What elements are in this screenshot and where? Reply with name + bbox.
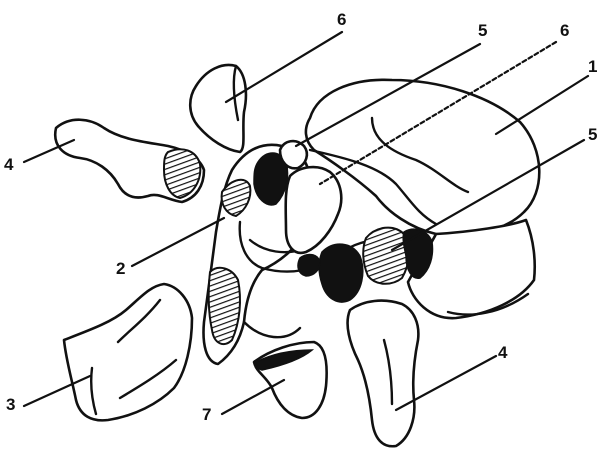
spinous-process-right bbox=[348, 301, 419, 447]
label-7: 7 bbox=[202, 405, 211, 424]
label-5-right: 5 bbox=[588, 125, 597, 144]
label-1: 1 bbox=[588, 57, 597, 76]
leader-2 bbox=[132, 218, 224, 266]
label-3: 3 bbox=[6, 395, 15, 414]
label-4-left: 4 bbox=[4, 155, 14, 174]
label-6-right: 6 bbox=[560, 21, 569, 40]
label-4-right: 4 bbox=[498, 343, 508, 362]
label-5-top: 5 bbox=[478, 21, 487, 40]
transverse-process-left bbox=[55, 120, 204, 202]
superior-articular-process bbox=[190, 65, 246, 152]
leader-6-top bbox=[226, 32, 342, 102]
label-6-top: 6 bbox=[337, 10, 346, 29]
spinous-fragment bbox=[64, 284, 192, 420]
fragment-7 bbox=[254, 342, 327, 418]
label-2: 2 bbox=[116, 259, 125, 278]
leader-1 bbox=[496, 76, 588, 134]
